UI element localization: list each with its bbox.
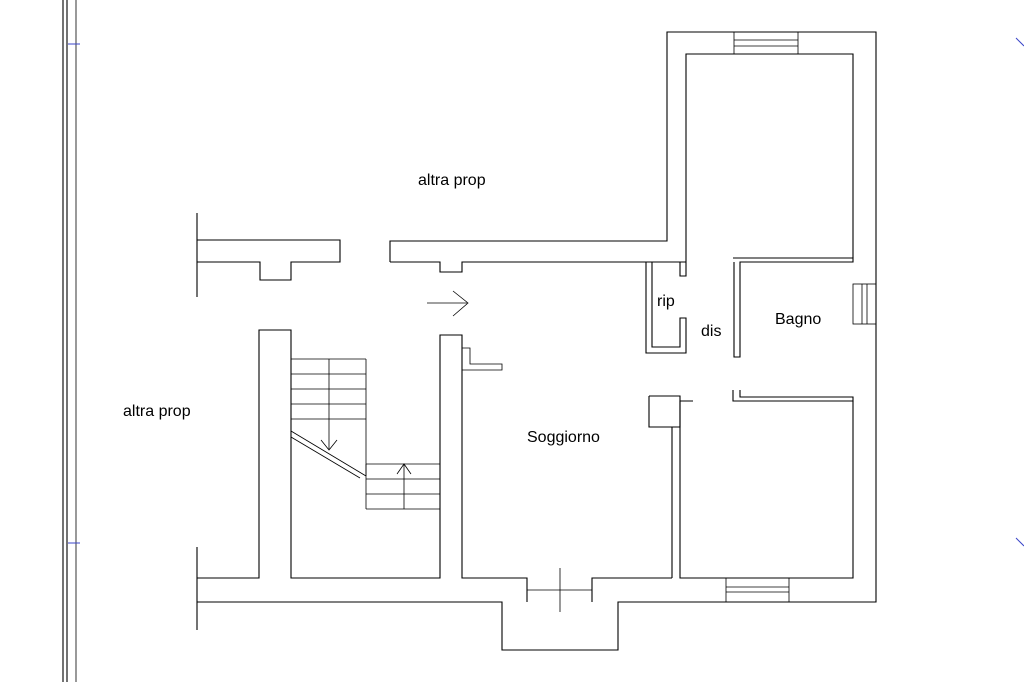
left-upper-wall bbox=[196, 213, 341, 297]
lower-left-walls bbox=[196, 329, 672, 630]
lower-room-walls bbox=[648, 395, 854, 603]
drawing-frame bbox=[62, 0, 1024, 682]
label-rip: rip bbox=[657, 293, 675, 310]
staircase bbox=[290, 358, 440, 510]
entrance-jamb bbox=[461, 335, 503, 371]
bathroom-walls bbox=[732, 257, 877, 402]
label-bagno: Bagno bbox=[775, 311, 821, 328]
label-soggiorno: Soggiorno bbox=[527, 429, 600, 446]
label-altra-prop-left: altra prop bbox=[123, 403, 191, 420]
label-altra-prop-top: altra prop bbox=[418, 172, 486, 189]
entrance-arrow-icon bbox=[427, 290, 469, 317]
ripostiglio bbox=[645, 262, 687, 354]
exterior-walls bbox=[197, 31, 877, 651]
label-dis: dis bbox=[701, 323, 721, 340]
